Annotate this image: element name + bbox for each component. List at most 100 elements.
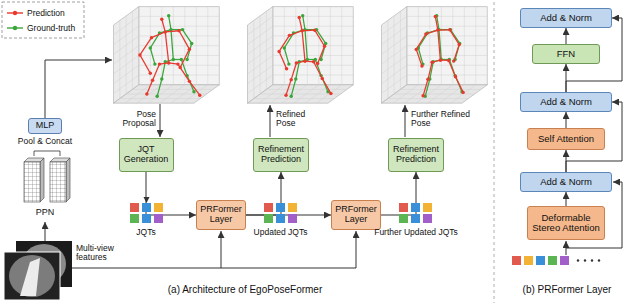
skeleton-bone — [140, 38, 152, 55]
skeleton-joint — [301, 14, 304, 17]
grid-line — [114, 16, 139, 34]
query-token — [142, 203, 151, 212]
skeleton-joint — [321, 77, 324, 80]
skeleton-bone — [150, 48, 155, 64]
process-box: FFN — [532, 44, 600, 64]
grid-line — [114, 55, 139, 73]
grid-line — [407, 16, 488, 17]
skeleton-bone — [454, 45, 460, 62]
skeleton-bone — [416, 34, 426, 49]
skeleton-bone — [315, 30, 325, 46]
skeleton-bone — [321, 43, 326, 59]
grid-line — [382, 26, 407, 44]
skeleton-joint — [449, 28, 452, 31]
skeleton-joint — [329, 92, 332, 95]
skeleton-joint — [447, 59, 450, 62]
query-token — [130, 203, 139, 212]
skeleton-joint — [323, 45, 326, 48]
skeleton-joint — [426, 78, 429, 81]
skeleton-joint — [289, 78, 292, 81]
skeleton-bone — [291, 63, 296, 80]
pose-plot — [114, 7, 220, 104]
query-token — [423, 203, 432, 212]
process-box: Refinement Prediction — [253, 138, 309, 172]
connector — [566, 112, 567, 128]
skeleton-joint — [158, 62, 161, 65]
legend-dot — [13, 11, 17, 15]
skeleton-bone — [171, 30, 173, 60]
box-text: PRFormer Layer — [200, 205, 242, 225]
plot-back-wall — [273, 7, 354, 85]
query-token — [524, 256, 533, 265]
process-box: Add & Norm — [520, 8, 612, 28]
box-text: Self Attention — [531, 134, 601, 144]
grid-line — [273, 26, 354, 27]
body-part — [20, 258, 40, 296]
query-token — [423, 214, 432, 223]
skeleton-bone — [456, 77, 464, 93]
plot-back-wall — [407, 7, 488, 85]
camera-view — [4, 252, 60, 300]
annotation-label: JQTs — [116, 228, 176, 237]
query-token — [276, 214, 285, 223]
skeleton-bone — [140, 55, 150, 73]
process-box: MLP — [28, 118, 62, 134]
legend-sample — [6, 22, 24, 34]
box-text: Refinement Prediction — [392, 145, 440, 165]
skeleton-bone — [284, 48, 289, 64]
box-text: MLP — [32, 121, 58, 131]
query-token — [560, 256, 569, 265]
ellipsis-dot — [577, 259, 579, 261]
skeleton-bone — [291, 79, 296, 96]
skeleton-joint — [287, 62, 290, 65]
legend-dot — [13, 26, 17, 30]
skeleton-joint — [303, 60, 306, 63]
skeleton-joint — [430, 61, 433, 64]
grid-line — [114, 36, 139, 54]
box-text: Add & Norm — [524, 97, 608, 107]
skeleton-joint — [188, 47, 191, 50]
skeleton-joint — [190, 42, 193, 45]
skeleton-bone — [162, 19, 165, 32]
skeleton-joint — [313, 28, 316, 31]
grid-line — [248, 36, 273, 54]
module-label: PPN — [25, 208, 65, 218]
skeleton-bone — [169, 16, 171, 30]
skeleton-joint — [458, 43, 461, 46]
grid-line — [273, 16, 354, 17]
grid-line — [407, 65, 488, 66]
skeleton-joint — [298, 16, 301, 19]
skeleton-joint — [160, 77, 163, 80]
skeleton-bone — [435, 16, 438, 30]
skeleton-bone — [318, 46, 325, 63]
grid-line — [407, 26, 488, 27]
skeleton-bone — [151, 32, 165, 38]
pose-plot — [248, 7, 354, 104]
grid-line — [260, 94, 341, 95]
ellipsis-dot — [591, 259, 593, 261]
connector — [566, 28, 567, 44]
skeleton-joint — [160, 18, 163, 21]
skeleton-joint — [295, 61, 298, 64]
grid-line — [382, 36, 407, 54]
arrowhead-shape — [144, 197, 150, 203]
plot-floor — [248, 85, 354, 103]
skeleton-joint — [178, 66, 181, 69]
skeleton-joint — [294, 77, 297, 80]
grid-line — [248, 55, 273, 73]
grid-line — [382, 16, 407, 34]
skeleton-joint — [461, 91, 464, 94]
feature-wire — [72, 268, 356, 269]
skeleton-joint — [192, 90, 195, 93]
query-token — [411, 203, 420, 212]
grid-line — [248, 26, 273, 44]
skeleton-joint — [185, 58, 188, 61]
grid-line — [139, 26, 220, 27]
skeleton-bone — [183, 30, 192, 44]
grid-line — [266, 89, 347, 90]
skeleton-joint — [448, 28, 451, 31]
box-text: Add & Norm — [524, 177, 608, 187]
skeleton-bone — [423, 79, 428, 96]
skeleton-joint — [181, 28, 184, 31]
skeleton-joint — [300, 29, 303, 32]
